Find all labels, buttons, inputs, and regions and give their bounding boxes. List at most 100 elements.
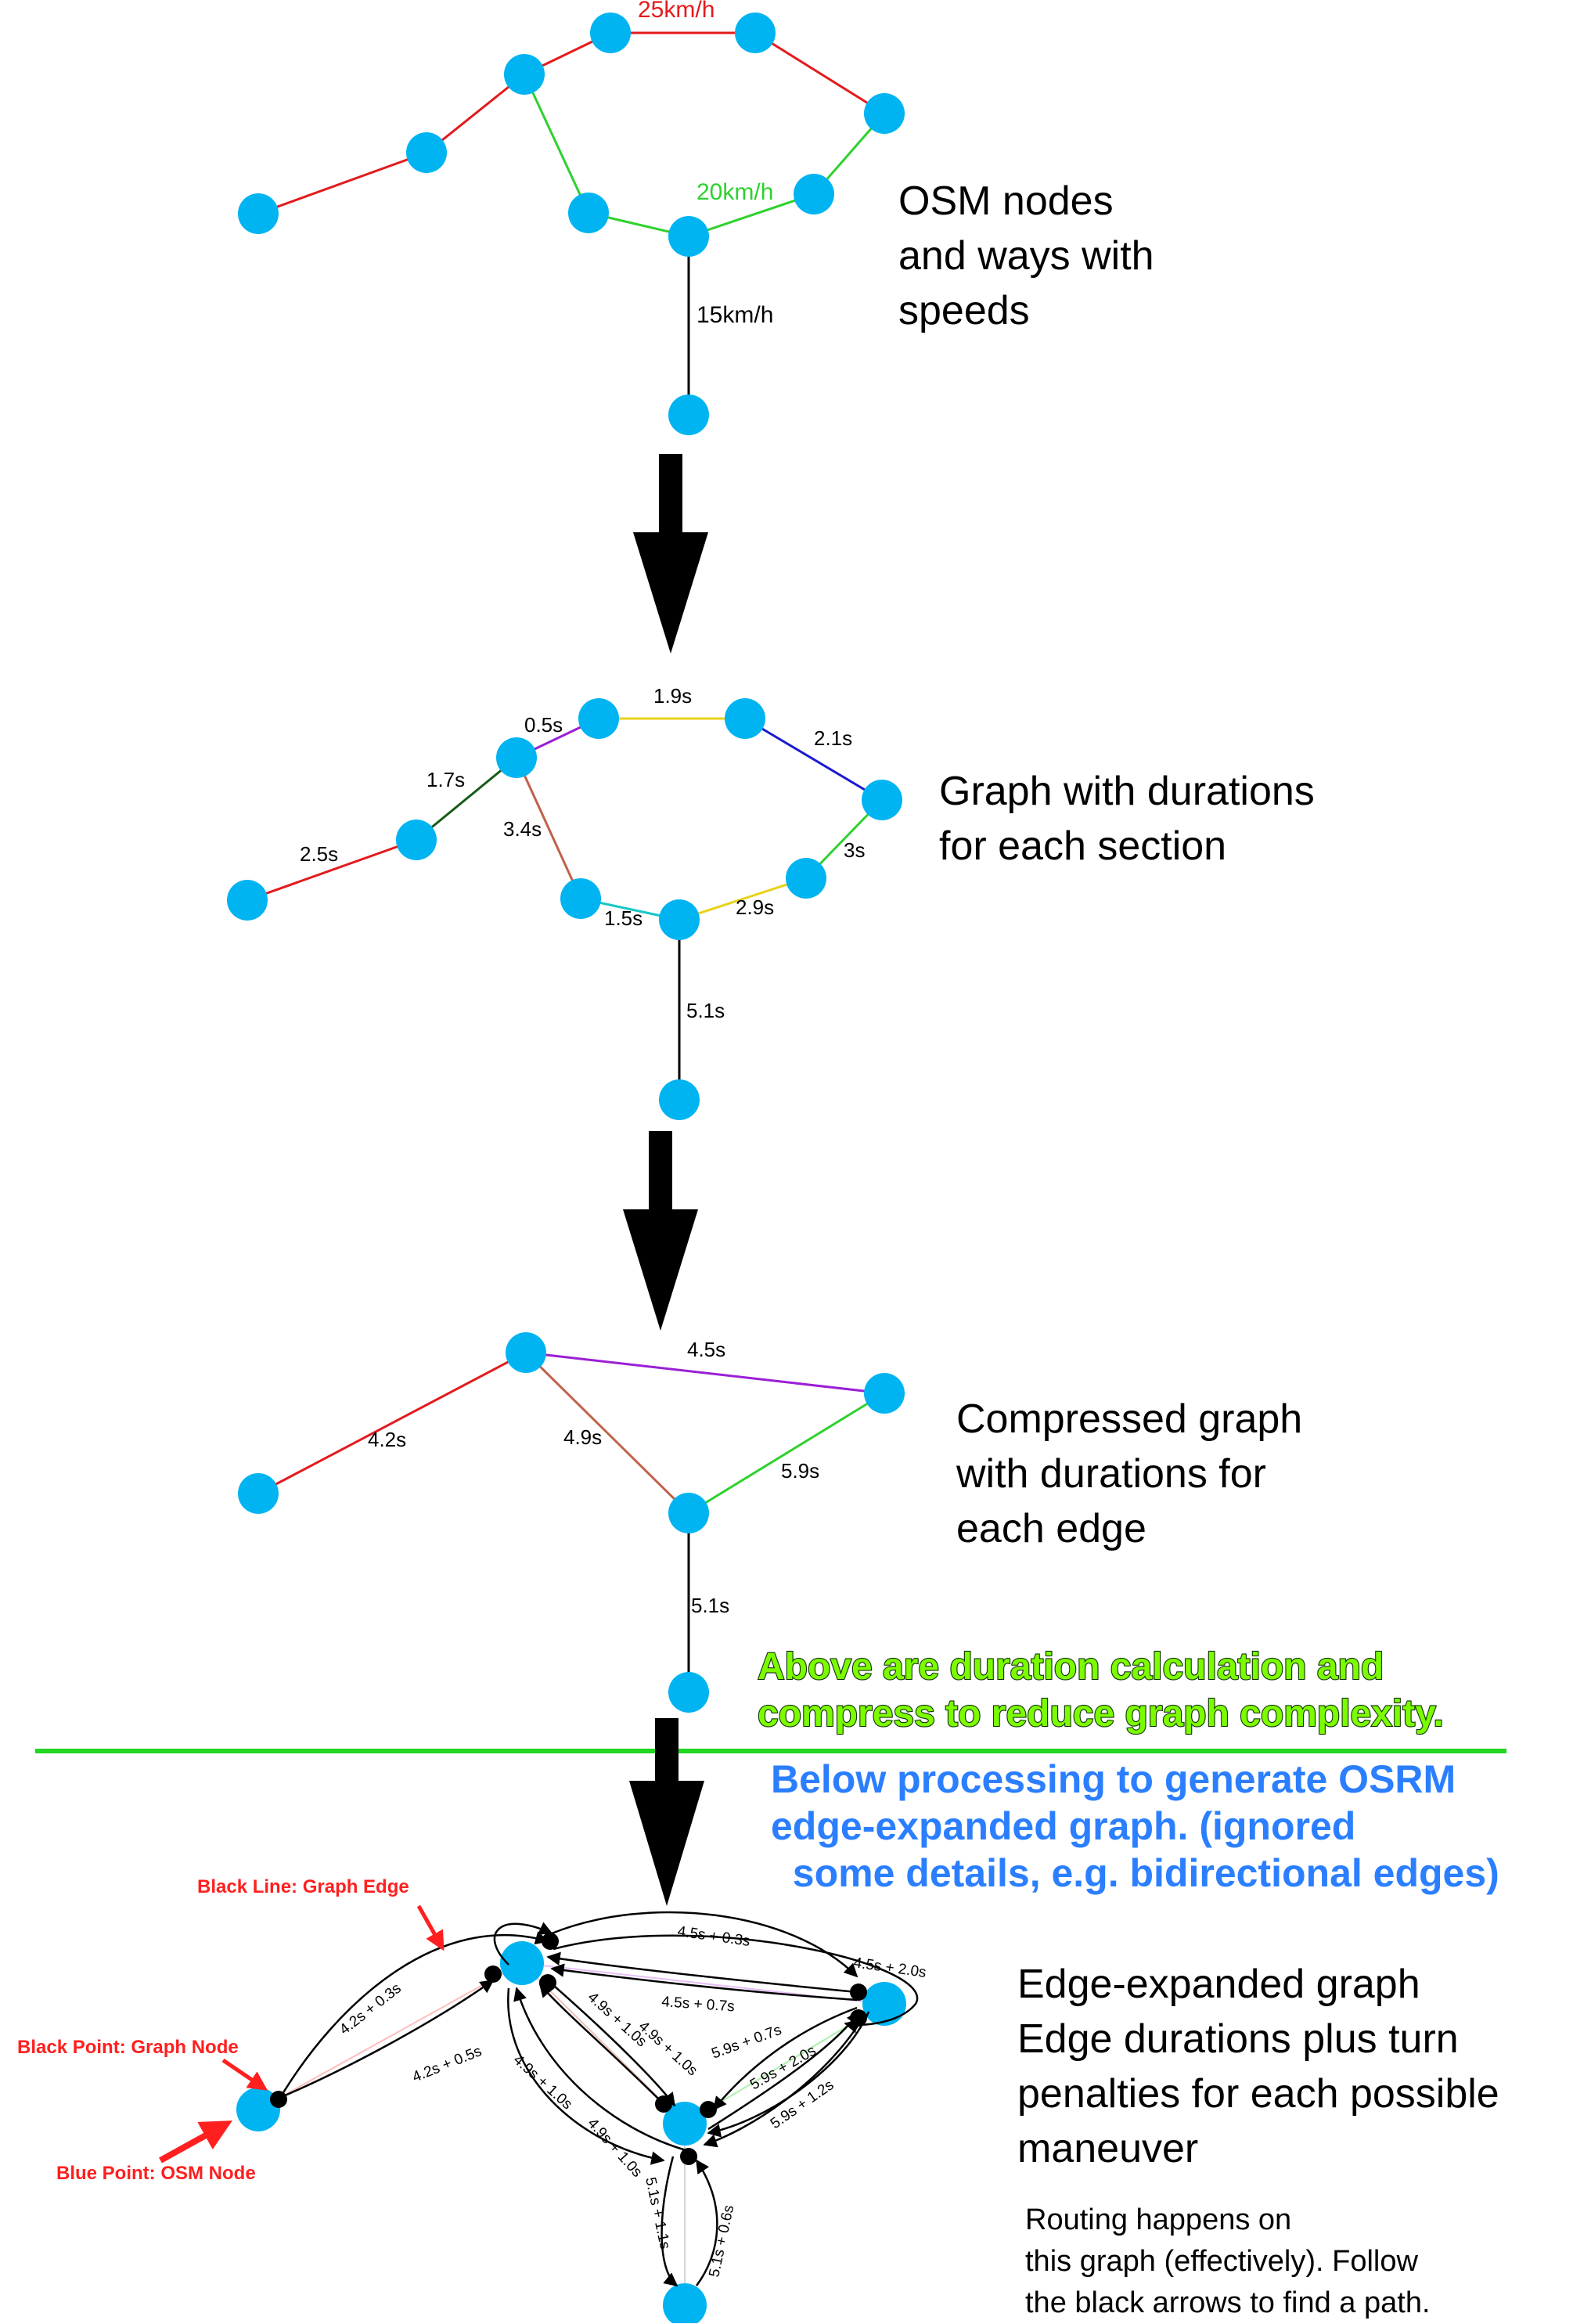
duration-label: 1.9s — [653, 684, 692, 708]
panel-section-durations: 2.5s 1.7s 0.5s 1.9s 2.1s 3s 2.9s 1.5s 3.… — [227, 684, 902, 1120]
osm-node — [659, 1079, 700, 1120]
graph-edge — [695, 2159, 718, 2286]
description-line: OSM nodes — [898, 178, 1114, 224]
osm-node-group — [236, 1941, 906, 2323]
routing-note: Routing happens on this graph (effective… — [1025, 2200, 1431, 2324]
legend-black-line: Black Line: Graph Edge — [197, 1876, 409, 1897]
graph-edge — [550, 1963, 858, 2002]
osm-node — [236, 2088, 280, 2131]
legend-pointer — [159, 2120, 233, 2164]
osm-node — [504, 54, 545, 95]
section-edge — [515, 757, 582, 899]
osm-node — [663, 2283, 707, 2323]
panel-edge-expanded-graph: 4.2s + 0.3s 4.2s + 0.5s 4.5s + 0.3s 4.5s… — [16, 1875, 927, 2323]
osm-node — [663, 2102, 707, 2146]
section-edge — [247, 838, 417, 902]
graph-edge — [661, 2156, 679, 2287]
osm-node — [406, 132, 447, 173]
section-edges — [247, 717, 884, 1100]
graph-node — [850, 1984, 867, 2001]
graph-edge — [283, 1979, 495, 2098]
compressed-edge — [525, 1351, 885, 1395]
duration-label: 4.2s — [368, 1428, 406, 1451]
below-note: Below processing to generate OSRM edge-e… — [771, 1756, 1499, 1897]
osm-node — [238, 193, 279, 234]
legend-callouts: Black Line: Graph Edge Black Point: Grap… — [16, 1875, 445, 2185]
description-line: penalties for each possible — [1017, 2071, 1499, 2117]
compressed-edges — [257, 1351, 885, 1692]
osm-node — [590, 13, 631, 53]
graph-edge — [538, 1983, 664, 2105]
graph-edge — [707, 2010, 861, 2131]
above-note-line: compress to reduce graph complexity. — [757, 1692, 1445, 1735]
red-way — [257, 31, 885, 215]
speed-label-green: 20km/h — [697, 179, 773, 205]
osm-node — [500, 1941, 544, 1985]
graph-edge — [507, 1987, 665, 2165]
graph-edge — [547, 1980, 676, 2107]
compressed-edge — [257, 1351, 527, 1495]
osm-node — [735, 13, 776, 53]
panel3-description: Compressed graph with durations for each… — [956, 1392, 1302, 1556]
expanded-edge-label: 5.1s + 1.1s — [642, 2176, 673, 2251]
flow-arrow-2 — [623, 1131, 698, 1331]
description-line: each edge — [956, 1506, 1146, 1551]
section-edge — [679, 877, 807, 921]
expanded-edge-label: 4.9s + 1.0s — [635, 2018, 701, 2079]
osm-node — [668, 1493, 709, 1533]
graph-edge — [703, 2020, 862, 2148]
description-line: and ways with — [898, 233, 1154, 279]
graph-edge — [279, 1931, 549, 2099]
osm-node — [568, 193, 609, 233]
routing-note-line: Routing happens on — [1025, 2203, 1292, 2236]
panel2-description: Graph with durations for each section — [939, 764, 1315, 874]
graph-node — [484, 1965, 502, 1983]
osm-node-group — [227, 698, 902, 1120]
duration-label: 2.5s — [300, 842, 338, 866]
panel-compressed-graph: 4.2s 4.9s 4.5s 5.9s 5.1s — [238, 1332, 905, 1713]
description-line: Edge durations plus turn — [1017, 2016, 1459, 2062]
routing-note-line: this graph (effectively). Follow — [1025, 2245, 1418, 2278]
above-note: Above are duration calculation and compr… — [757, 1644, 1445, 1738]
duration-label: 5.1s — [686, 999, 725, 1022]
expanded-edge-labels: 4.2s + 0.3s 4.2s + 0.5s 4.5s + 0.3s 4.5s… — [337, 1923, 927, 2279]
duration-label: 3s — [844, 838, 865, 862]
expanded-edge-label: 4.9s + 1.0s — [585, 1989, 650, 2050]
duration-label: 0.5s — [524, 713, 563, 737]
routing-note-line: the black arrows to find a path. — [1025, 2286, 1431, 2319]
description-line: maneuver — [1017, 2126, 1199, 2171]
osm-node — [864, 1373, 905, 1414]
duration-label: 5.1s — [691, 1594, 729, 1617]
section-edge — [744, 717, 883, 802]
graph-edge — [553, 1934, 919, 2034]
description-line: Graph with durations — [939, 769, 1315, 814]
duration-label: 3.4s — [503, 817, 542, 841]
section-edge — [416, 756, 517, 841]
osm-node — [506, 1332, 546, 1373]
legend-black-point: Black Point: Graph Node — [17, 2037, 239, 2058]
graph-edge — [546, 1951, 858, 1994]
osm-node — [794, 174, 834, 214]
expanded-edge-label: 4.2s + 0.5s — [410, 2043, 484, 2085]
compressed-duration-labels: 4.2s 4.9s 4.5s 5.9s 5.1s — [368, 1338, 819, 1617]
osm-node — [396, 820, 437, 860]
osm-node — [238, 1473, 279, 1514]
expanded-edge-label: 4.9s + 1.0s — [584, 2115, 645, 2181]
duration-label: 1.7s — [427, 768, 465, 791]
expanded-edge-label: 4.5s + 0.3s — [676, 1923, 751, 1950]
graph-node — [539, 1974, 556, 1991]
panel4-description: Edge-expanded graph Edge durations plus … — [1017, 1957, 1499, 2176]
graph-node — [700, 2101, 717, 2118]
graph-node — [270, 2091, 287, 2108]
compressed-edge — [688, 1392, 885, 1515]
osm-node-group — [238, 13, 905, 435]
graph-edge — [513, 1987, 689, 2153]
graph-node — [542, 1933, 559, 1950]
below-note-line: edge-expanded graph. (ignored — [771, 1804, 1356, 1848]
graph-edges — [279, 1911, 919, 2287]
compressed-edge — [524, 1351, 690, 1515]
speed-label-black: 15km/h — [697, 302, 773, 328]
osm-node — [227, 880, 268, 921]
expanded-edge-label: 4.2s + 0.3s — [337, 1980, 405, 2038]
